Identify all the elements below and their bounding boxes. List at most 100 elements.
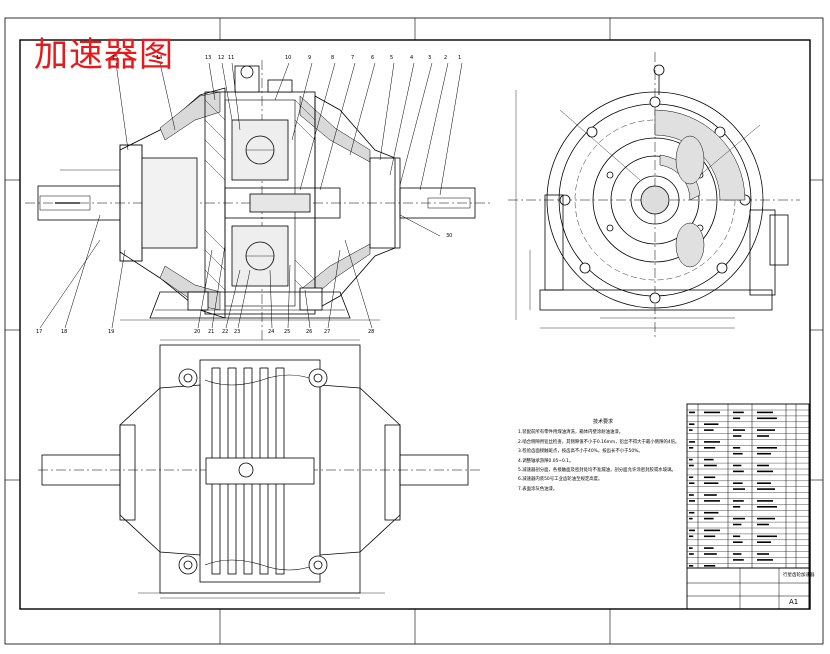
parts-cell-mark [757,541,771,543]
parts-cell-mark [704,553,717,555]
balloon-bottom-27: 27 [324,329,331,335]
parts-cell-mark [704,441,720,443]
parts-cell-mark [757,417,777,420]
parts-cell-mark [704,517,714,520]
balloon-top-3: 3 [428,55,432,61]
balloon-bottom-18: 18 [61,329,68,335]
parts-cell-mark [733,470,744,473]
note-item: 1.装配前所有零件用煤油清洗，箱体内壁涂耐油油漆。 [518,430,624,436]
note-item: 4.调整轴承游隙0.05~0.1。 [518,458,574,464]
parts-cell-mark [733,464,742,467]
balloon-top-12: 12 [218,55,225,61]
parts-cell-mark [733,447,741,449]
parts-cell-mark [757,482,771,484]
balloon-bottom-22: 22 [222,329,229,335]
balloon-bottom-26: 26 [306,329,313,335]
parts-cell-mark [733,435,742,437]
balloon-top-2: 2 [444,55,448,61]
parts-cell-mark [704,500,720,502]
parts-cell-mark [689,511,695,514]
parts-cell-mark [757,500,773,502]
parts-cell-mark [733,482,743,484]
parts-cell-mark [689,553,694,555]
parts-cell-mark [757,559,773,561]
balloon-top-6: 6 [371,55,375,61]
parts-cell-mark [733,541,743,543]
parts-cell-mark [704,529,720,532]
parts-cell-mark [704,429,714,431]
parts-cell-mark [704,423,719,425]
balloon-top-8: 8 [331,55,335,61]
note-item: 7.表面涂灰色油漆。 [518,486,558,492]
parts-cell-mark [704,565,716,567]
parts-cell-mark [757,535,777,538]
parts-cell-mark [757,506,777,508]
balloon-top-14: 14 [156,55,163,61]
parts-cell-mark [757,435,769,437]
balloon-top-5: 5 [390,55,394,61]
balloon-bottom-19: 19 [108,329,115,335]
parts-cell-mark [733,535,741,538]
parts-cell-mark [704,535,716,538]
note-item: 2.啮合侧隙用铅丝检查，其侧隙值不小于0.16mm，铅丝不得大于最小侧隙的4倍。 [518,439,680,445]
parts-cell-mark [733,452,743,455]
parts-cell-mark [689,429,693,431]
parts-cell-mark [689,464,694,467]
parts-cell-mark [733,517,745,520]
parts-list-table [686,403,810,610]
balloon-bottom-24: 24 [268,329,275,335]
parts-cell-mark [757,553,769,555]
parts-cell-mark [757,447,777,449]
parts-cell-mark [689,517,693,520]
balloon-top-4: 4 [410,55,414,61]
parts-cell-mark [733,417,741,420]
parts-cell-mark [689,423,695,425]
title-block-scale: A1 [789,598,799,606]
parts-cell-mark [733,429,745,431]
balloon-bottom-17: 17 [36,329,43,335]
balloon-bottom-25: 25 [284,329,291,335]
parts-cell-mark [689,500,695,502]
parts-cell-mark [757,411,773,414]
parts-cell-mark [733,559,744,561]
parts-cell-mark [704,464,717,467]
parts-cell-mark [757,517,775,520]
parts-cell-mark [733,488,745,490]
parts-cell-mark [733,500,744,502]
parts-cell-mark [689,441,695,443]
parts-cell-mark [704,494,717,496]
parts-cell-mark [757,452,771,455]
parts-cell-mark [689,411,695,414]
parts-cell-mark [733,553,742,555]
main-section-view [25,60,490,340]
technical-notes: 技术要求 1.装配前所有零件用煤油清洗，箱体内壁涂耐油油漆。 2.啮合侧隙用铅丝… [518,418,688,494]
parts-cell-mark [704,547,714,549]
note-item: 3.检验齿面接触斑点，按齿高不小于40%，按齿长不小于50%。 [518,449,643,455]
parts-cell-mark [704,482,719,484]
parts-cell-mark [689,535,694,538]
parts-cell-mark [757,488,775,490]
note-item: 5.减速器剖分面，各接触面及密封处均不准漏油，剖分面允许涂密封胶或水玻璃。 [518,468,676,474]
parts-cell-mark [689,482,695,484]
balloon-top-7: 7 [351,55,355,61]
balloon-bottom-21: 21 [208,329,215,335]
top-view [38,339,480,599]
balloon-top-10: 10 [285,55,292,61]
balloon-top-1: 1 [458,55,462,61]
drawing-title: 加速器图 [34,35,174,75]
balloon-bottom-20: 20 [194,329,201,335]
balloon-bottom-28: 28 [368,329,375,335]
balloon-top-11: 11 [228,55,235,61]
balloon-bottom-23: 23 [234,329,241,335]
parts-cell-mark [704,476,716,479]
balloon-right-30: 30 [446,233,453,239]
side-view [508,52,800,340]
parts-cell-mark [689,476,694,479]
notes-heading: 技术要求 [592,419,613,425]
note-item: 6.减速器内装50号工业齿轮油至规定高度。 [518,477,603,483]
parts-cell-mark [733,411,744,414]
parts-cell-mark [689,565,694,567]
parts-cell-mark [704,458,714,461]
parts-cell-mark [689,494,694,496]
